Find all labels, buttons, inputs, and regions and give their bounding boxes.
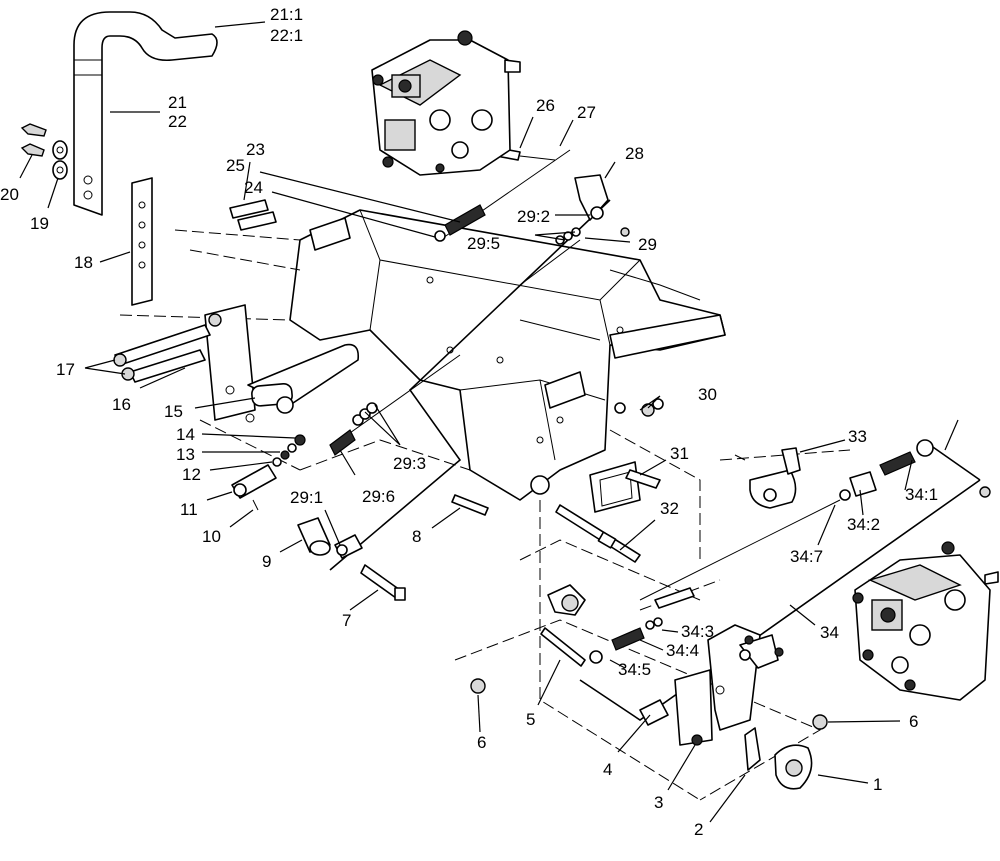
callout-18: 18: [74, 253, 93, 272]
callout-33: 33: [848, 427, 867, 446]
leader-lines: [19, 21, 959, 823]
callout-29-5: 29:5: [467, 234, 500, 253]
callout-29-2: 29:2: [517, 207, 550, 226]
callout-16: 16: [112, 395, 131, 414]
callout-4: 4: [603, 760, 612, 779]
callout-19: 19: [30, 214, 49, 233]
pivot-plate-assembly: [113, 304, 360, 423]
callout-30: 30: [698, 385, 717, 404]
callout-21: 21: [168, 93, 187, 112]
callout-25: 25: [226, 156, 245, 175]
callout-8: 8: [412, 527, 421, 546]
callout-21-1: 21:1: [270, 5, 303, 24]
callout-10: 10: [202, 527, 221, 546]
callout-29-1: 29:1: [290, 488, 323, 507]
callout-26: 26: [536, 96, 555, 115]
center-small-parts: [451, 398, 664, 563]
callout-34-4: 34:4: [666, 641, 699, 660]
callout-27: 27: [577, 103, 596, 122]
hydraulic-pump-right: [852, 541, 999, 701]
callout-24: 24: [244, 178, 263, 197]
callout-34: 34: [820, 623, 839, 642]
callout-29-6: 29:6: [362, 487, 395, 506]
callout-23: 23: [246, 140, 265, 159]
callout-15: 15: [164, 402, 183, 421]
steering-handle: [73, 11, 218, 216]
callout-1: 1: [873, 775, 882, 794]
callout-29: 29: [638, 235, 657, 254]
upper-control-rod: [434, 147, 630, 286]
callout-28: 28: [625, 144, 644, 163]
callout-2: 2: [694, 820, 703, 839]
callout-29-3: 29:3: [393, 454, 426, 473]
callout-7: 7: [342, 611, 351, 630]
callout-3: 3: [654, 793, 663, 812]
callout-5: 5: [526, 710, 535, 729]
rod-end-stack: [231, 434, 306, 511]
callout-34-2: 34:2: [847, 515, 880, 534]
callout-22: 22: [168, 112, 187, 131]
callout-12: 12: [182, 465, 201, 484]
callout-22-1: 22:1: [270, 26, 303, 45]
right-control-arm: [639, 439, 991, 609]
callout-17: 17: [56, 360, 75, 379]
handle-bolts: [20, 123, 68, 180]
lower-left-parts: [297, 517, 406, 601]
callout-6-right: 6: [909, 712, 918, 731]
callout-9: 9: [262, 552, 271, 571]
callout-11: 11: [180, 500, 198, 519]
hydraulic-pump-top: [371, 30, 521, 176]
lower-center-parts: [470, 584, 828, 730]
callout-32: 32: [660, 499, 679, 518]
callout-34-7: 34:7: [790, 547, 823, 566]
subassembly-outlines: [329, 199, 981, 721]
frame-bolts: [229, 199, 277, 231]
left-control-rod: [329, 354, 461, 456]
callout-31: 31: [670, 444, 689, 463]
handle-bracket: [131, 177, 153, 306]
callout-34-1: 34:1: [905, 485, 938, 504]
callout-34-3: 34:3: [681, 622, 714, 641]
callout-13: 13: [176, 445, 195, 464]
callout-34-5: 34:5: [618, 660, 651, 679]
callout-20: 20: [0, 185, 19, 204]
callout-14: 14: [176, 425, 195, 444]
callout-6-left: 6: [477, 733, 486, 752]
callout-labels: 1 2 3 4 5 6 6 7 8 9 10 11 12 13 14 15 16…: [0, 5, 938, 839]
